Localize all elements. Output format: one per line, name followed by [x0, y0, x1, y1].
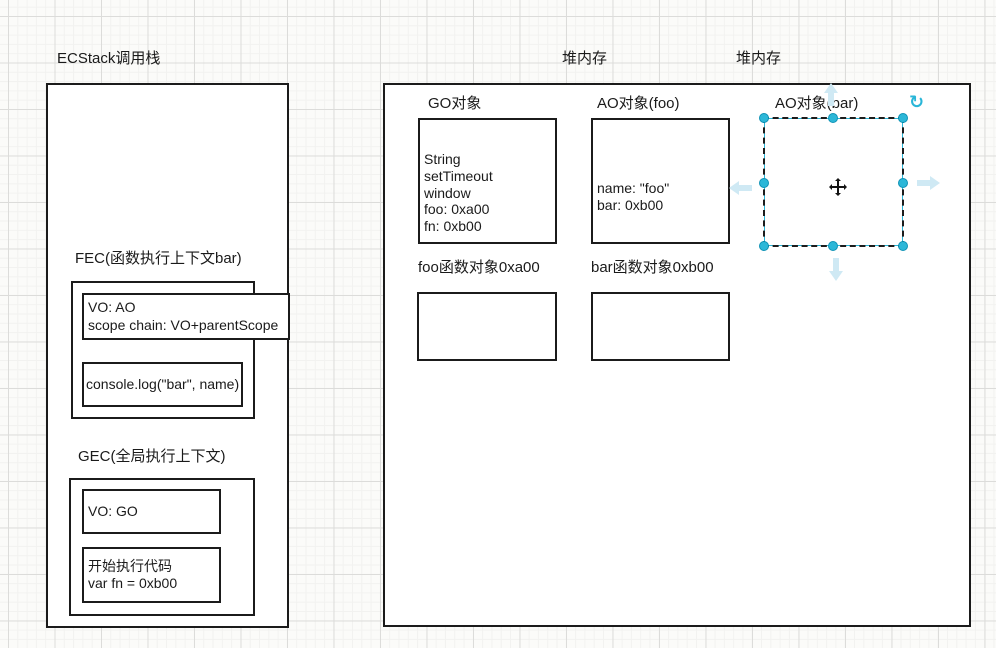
fec-title-label[interactable]: FEC(函数执行上下文bar): [75, 250, 242, 267]
go-line: String: [424, 151, 461, 167]
gec-code-box[interactable]: 开始执行代码 var fn = 0xb00: [82, 547, 221, 603]
selection-handle-n[interactable]: [828, 113, 838, 123]
bar-fn-box[interactable]: [591, 292, 730, 361]
ao-foo-box[interactable]: name: "foo" bar: 0xb00: [591, 118, 730, 244]
go-line: fn: 0xb00: [424, 218, 482, 235]
move-icon[interactable]: [829, 178, 847, 201]
foo-fn-label[interactable]: foo函数对象0xa00: [418, 259, 540, 276]
stack-title-label[interactable]: ECStack调用栈: [57, 50, 161, 67]
ao-foo-line: bar: 0xb00: [597, 197, 664, 213]
selection-handle-e[interactable]: [898, 178, 908, 188]
go-line: setTimeout: [424, 167, 493, 184]
fec-console-box[interactable]: console.log("bar", name): [82, 362, 243, 407]
gec-title-label[interactable]: GEC(全局执行上下文): [78, 448, 226, 465]
nav-arrow-down-icon[interactable]: [823, 258, 844, 281]
heap-title-label-right[interactable]: 堆内存: [736, 50, 782, 67]
nav-arrow-right-icon[interactable]: [917, 175, 940, 196]
selection-handle-s[interactable]: [828, 241, 838, 251]
fec-console-code: console.log("bar", name): [86, 375, 240, 392]
ao-foo-line: name: "foo": [597, 179, 670, 196]
gec-code-line-1: 开始执行代码: [88, 557, 172, 574]
selection-handle-nw[interactable]: [759, 113, 769, 123]
go-object-box[interactable]: String setTimeout window foo: 0xa00 fn: …: [418, 118, 557, 244]
fec-vo-line: VO: AO: [88, 299, 136, 315]
gec-vo-box[interactable]: VO: GO: [82, 489, 221, 534]
selection-handle-sw[interactable]: [759, 241, 769, 251]
bar-fn-label[interactable]: bar函数对象0xb00: [591, 259, 714, 276]
gec-vo-line: VO: GO: [88, 502, 138, 519]
fec-vo-box[interactable]: VO: AO scope chain: VO+parentScope: [82, 293, 290, 340]
fec-scope-chain-line: scope chain: VO+parentScope: [88, 316, 279, 333]
selection-handle-w[interactable]: [759, 178, 769, 188]
rotate-icon[interactable]: ↻: [909, 92, 925, 112]
selection-handle-ne[interactable]: [898, 113, 908, 123]
foo-fn-box[interactable]: [417, 292, 557, 361]
ao-foo-label[interactable]: AO对象(foo): [597, 95, 680, 112]
nav-arrow-up-icon[interactable]: [823, 83, 844, 106]
heap-title-label-left[interactable]: 堆内存: [562, 50, 608, 67]
go-line: foo: 0xa00: [424, 201, 490, 218]
selection-handle-se[interactable]: [898, 241, 908, 251]
nav-arrow-left-icon[interactable]: [729, 175, 752, 196]
go-object-label[interactable]: GO对象: [428, 95, 482, 112]
go-line: window: [424, 184, 471, 201]
ao-bar-label[interactable]: AO对象(bar): [775, 95, 859, 112]
gec-code-line-2: var fn = 0xb00: [88, 575, 178, 591]
